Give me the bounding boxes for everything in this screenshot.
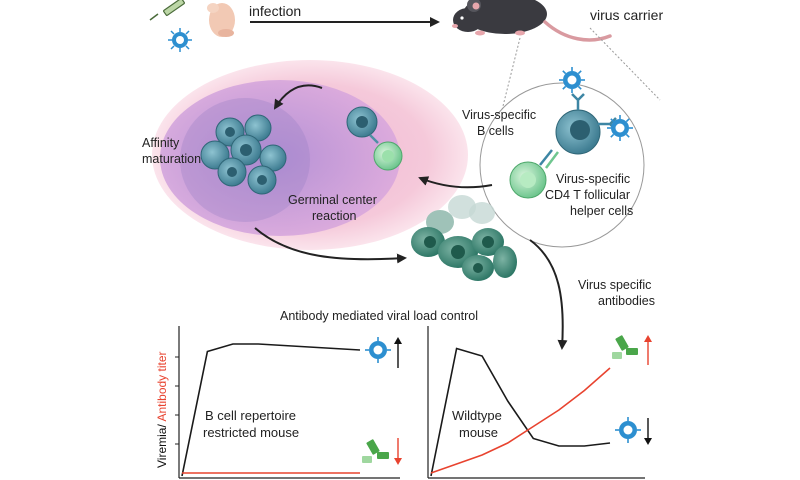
gc-reaction-label-2: reaction — [312, 209, 357, 223]
tfh-label-2: CD4 T follicular — [545, 188, 630, 202]
down-arrow-icon — [644, 418, 652, 445]
virus-b-cells-label-2: B cells — [477, 124, 514, 138]
gc-to-plasma-arrow — [254, 227, 407, 264]
tfh-label-3: helper cells — [570, 204, 633, 218]
tfh-to-gc-arrow — [418, 176, 493, 189]
tfh-label-1: Virus-specific — [556, 172, 630, 186]
right-plot-label-1: Wildtype — [452, 408, 502, 423]
plasma-to-antibody-arrow — [529, 239, 568, 350]
right-viremia-line — [430, 347, 611, 477]
virus-specific-t-cell — [509, 149, 559, 199]
infection-label: infection — [249, 3, 301, 19]
affinity-label-1: Affinity — [142, 136, 180, 150]
virus-icon — [168, 28, 192, 52]
up-arrow-icon-red — [644, 335, 652, 365]
virus-icon-zoom-top — [559, 67, 585, 93]
virus-icon-right-plot — [615, 417, 641, 443]
antibody-icon-left-plot — [362, 439, 389, 463]
plots-header: Antibody mediated viral load control — [280, 309, 478, 323]
plots-ylabel: Viremia/ Antibody titer — [155, 351, 169, 468]
affinity-label-2: maturation — [142, 152, 201, 166]
zoom-line-left — [499, 37, 521, 119]
right-plot-label-2: mouse — [459, 425, 498, 440]
virus-b-cells-label-1: Virus-specific — [462, 108, 536, 122]
left-plot-label-2: restricted mouse — [203, 425, 299, 440]
right-antibody-line — [430, 367, 611, 474]
virus-carrier-label: virus carrier — [590, 7, 663, 23]
left-plot — [175, 326, 400, 479]
antibody-icon-right-plot — [612, 335, 638, 359]
zoom-line-right — [589, 27, 661, 101]
gc-reaction-label-1: Germinal center — [288, 193, 377, 207]
up-arrow-icon — [394, 337, 402, 368]
affinity-cell-cluster — [200, 114, 287, 195]
adult-mouse-icon — [452, 0, 612, 42]
right-plot — [427, 326, 645, 479]
virus-icon-left-plot — [365, 337, 391, 363]
down-arrow-icon-red — [394, 438, 402, 465]
virus-icon-zoom-right — [607, 115, 633, 141]
syringe-icon — [149, 0, 185, 21]
affinity-arrow — [273, 84, 323, 110]
left-viremia-line — [181, 343, 361, 477]
antibodies-label-2: antibodies — [598, 294, 655, 308]
b-t-cell-pair — [346, 106, 403, 171]
plasma-cell-cluster — [411, 195, 517, 281]
left-plot-label-1: B cell repertoire — [205, 408, 296, 423]
antibodies-label-1: Virus specific — [578, 278, 651, 292]
newborn-mouse-icon — [207, 3, 235, 37]
